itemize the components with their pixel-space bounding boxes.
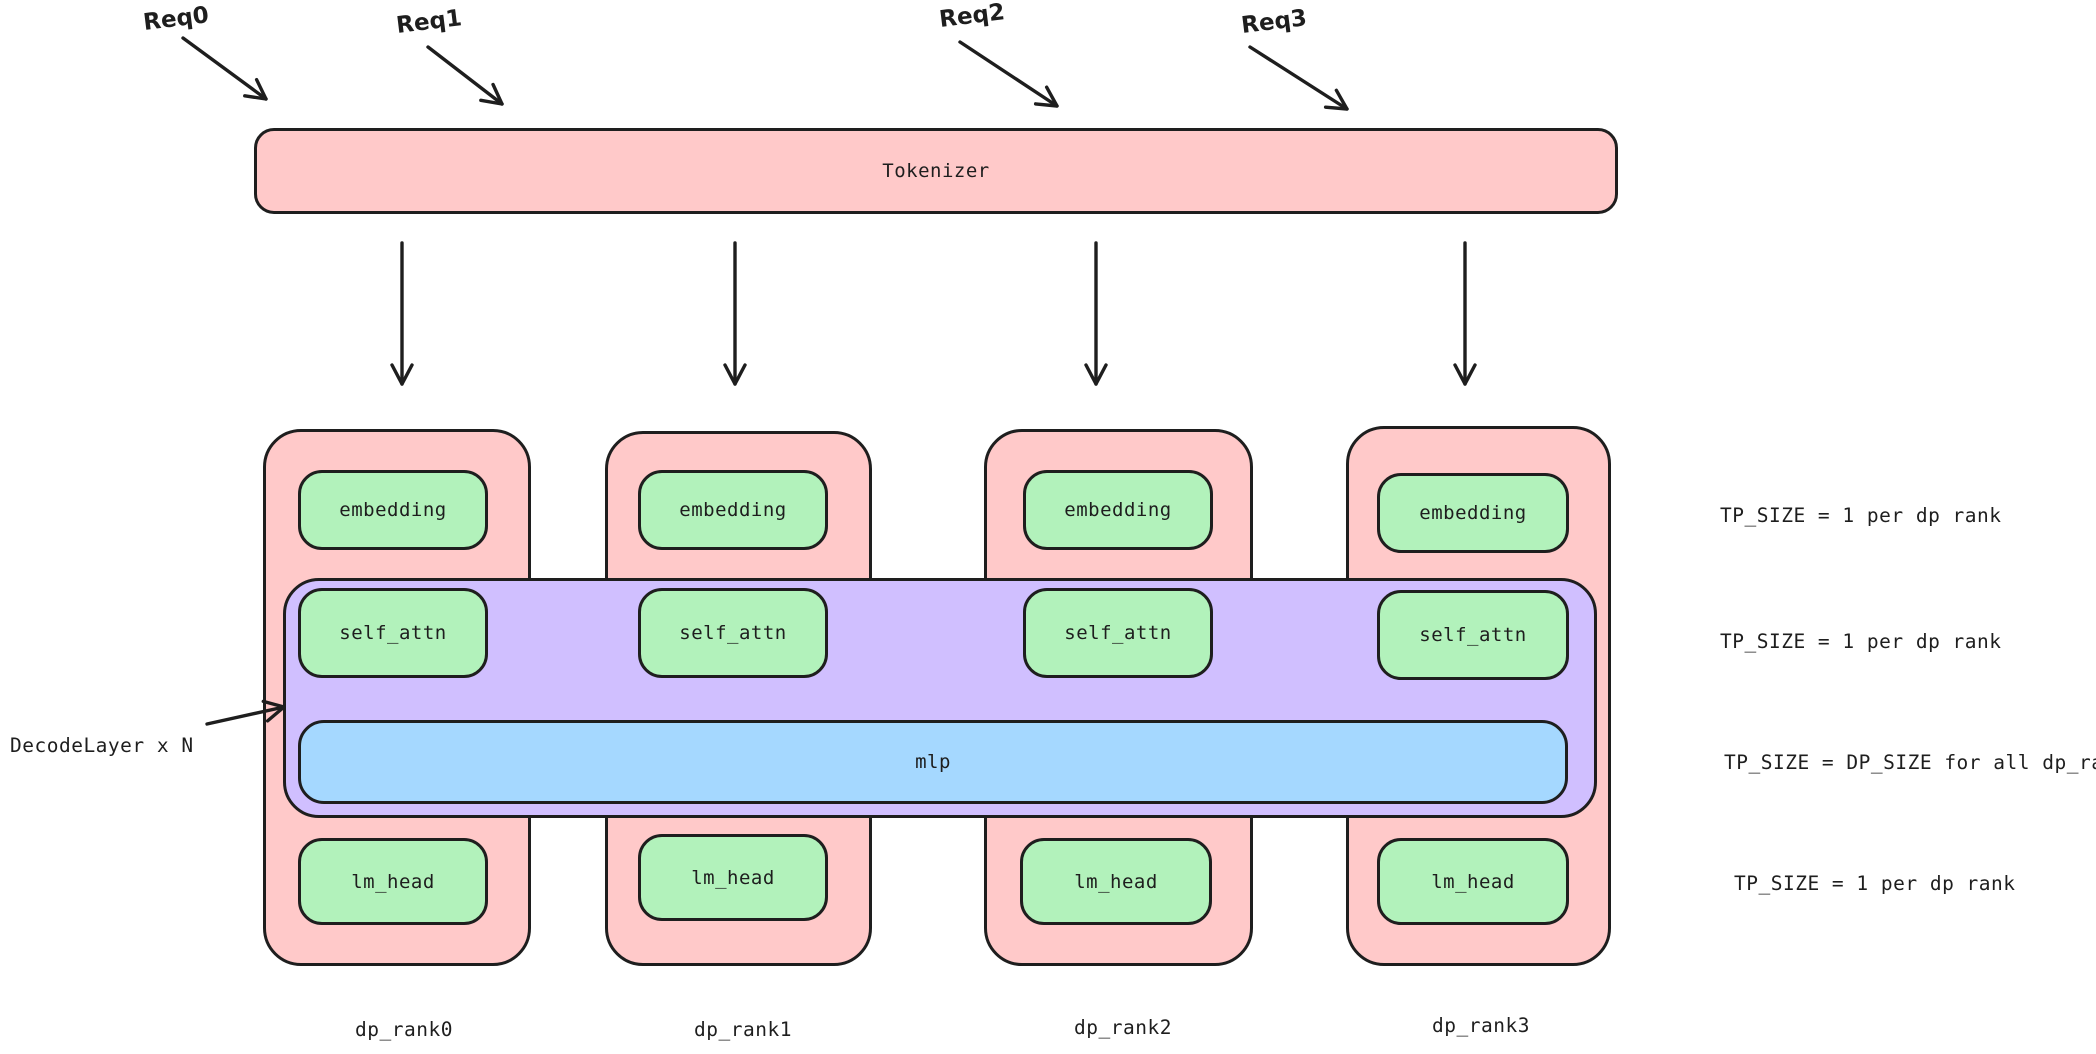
lm-head-label: lm_head <box>691 866 775 889</box>
mlp-label: mlp <box>915 751 951 773</box>
embedding-box-rank2: embedding <box>1023 470 1213 550</box>
embedding-box-rank0: embedding <box>298 470 488 550</box>
tp-size-annotation-mlp: TP_SIZE = DP_SIZE for all dp_rank <box>1724 751 2096 774</box>
embedding-label: embedding <box>1064 499 1172 521</box>
req3-arrow <box>1248 45 1349 111</box>
dp-rank3-label: dp_rank3 <box>1432 1014 1530 1037</box>
tokenizer-label: Tokenizer <box>882 160 990 182</box>
self-attn-box-rank0: self_attn <box>298 588 488 678</box>
embedding-label: embedding <box>679 499 787 521</box>
lm-head-box-rank2: lm_head <box>1020 838 1212 925</box>
self-attn-box-rank1: self_attn <box>638 588 828 678</box>
req2-arrow <box>958 40 1059 108</box>
self-attn-label: self_attn <box>1419 624 1527 646</box>
lm-head-label: lm_head <box>351 870 435 893</box>
mlp-box: mlp <box>298 720 1568 804</box>
decode-layer-label: DecodeLayer x N <box>10 734 194 757</box>
self-attn-label: self_attn <box>339 622 447 644</box>
dp-rank0-label: dp_rank0 <box>355 1018 453 1041</box>
self-attn-label: self_attn <box>679 622 787 644</box>
req1-arrow <box>426 45 504 106</box>
tokenizer-box: Tokenizer <box>254 128 1618 214</box>
tp-size-annotation-embedding: TP_SIZE = 1 per dp rank <box>1720 504 2002 527</box>
embedding-box-rank1: embedding <box>638 470 828 550</box>
lm-head-label: lm_head <box>1431 870 1515 893</box>
embedding-label: embedding <box>1419 502 1527 524</box>
lm-head-box-rank3: lm_head <box>1377 838 1569 925</box>
self-attn-box-rank2: self_attn <box>1023 588 1213 678</box>
lm-head-label: lm_head <box>1074 870 1158 893</box>
embedding-box-rank3: embedding <box>1377 473 1569 553</box>
self-attn-box-rank3: self_attn <box>1377 590 1569 680</box>
dp-rank2-label: dp_rank2 <box>1074 1016 1172 1039</box>
dp-rank1-label: dp_rank1 <box>694 1018 792 1041</box>
embedding-label: embedding <box>339 499 447 521</box>
req0-arrow <box>181 36 268 101</box>
lm-head-box-rank1: lm_head <box>638 834 828 921</box>
tp-size-annotation-lm-head: TP_SIZE = 1 per dp rank <box>1734 872 2016 895</box>
decode-layer-pointer-arrow <box>205 699 286 726</box>
lm-head-box-rank0: lm_head <box>298 838 488 925</box>
self-attn-label: self_attn <box>1064 622 1172 644</box>
tp-size-annotation-self-attn: TP_SIZE = 1 per dp rank <box>1720 630 2002 653</box>
